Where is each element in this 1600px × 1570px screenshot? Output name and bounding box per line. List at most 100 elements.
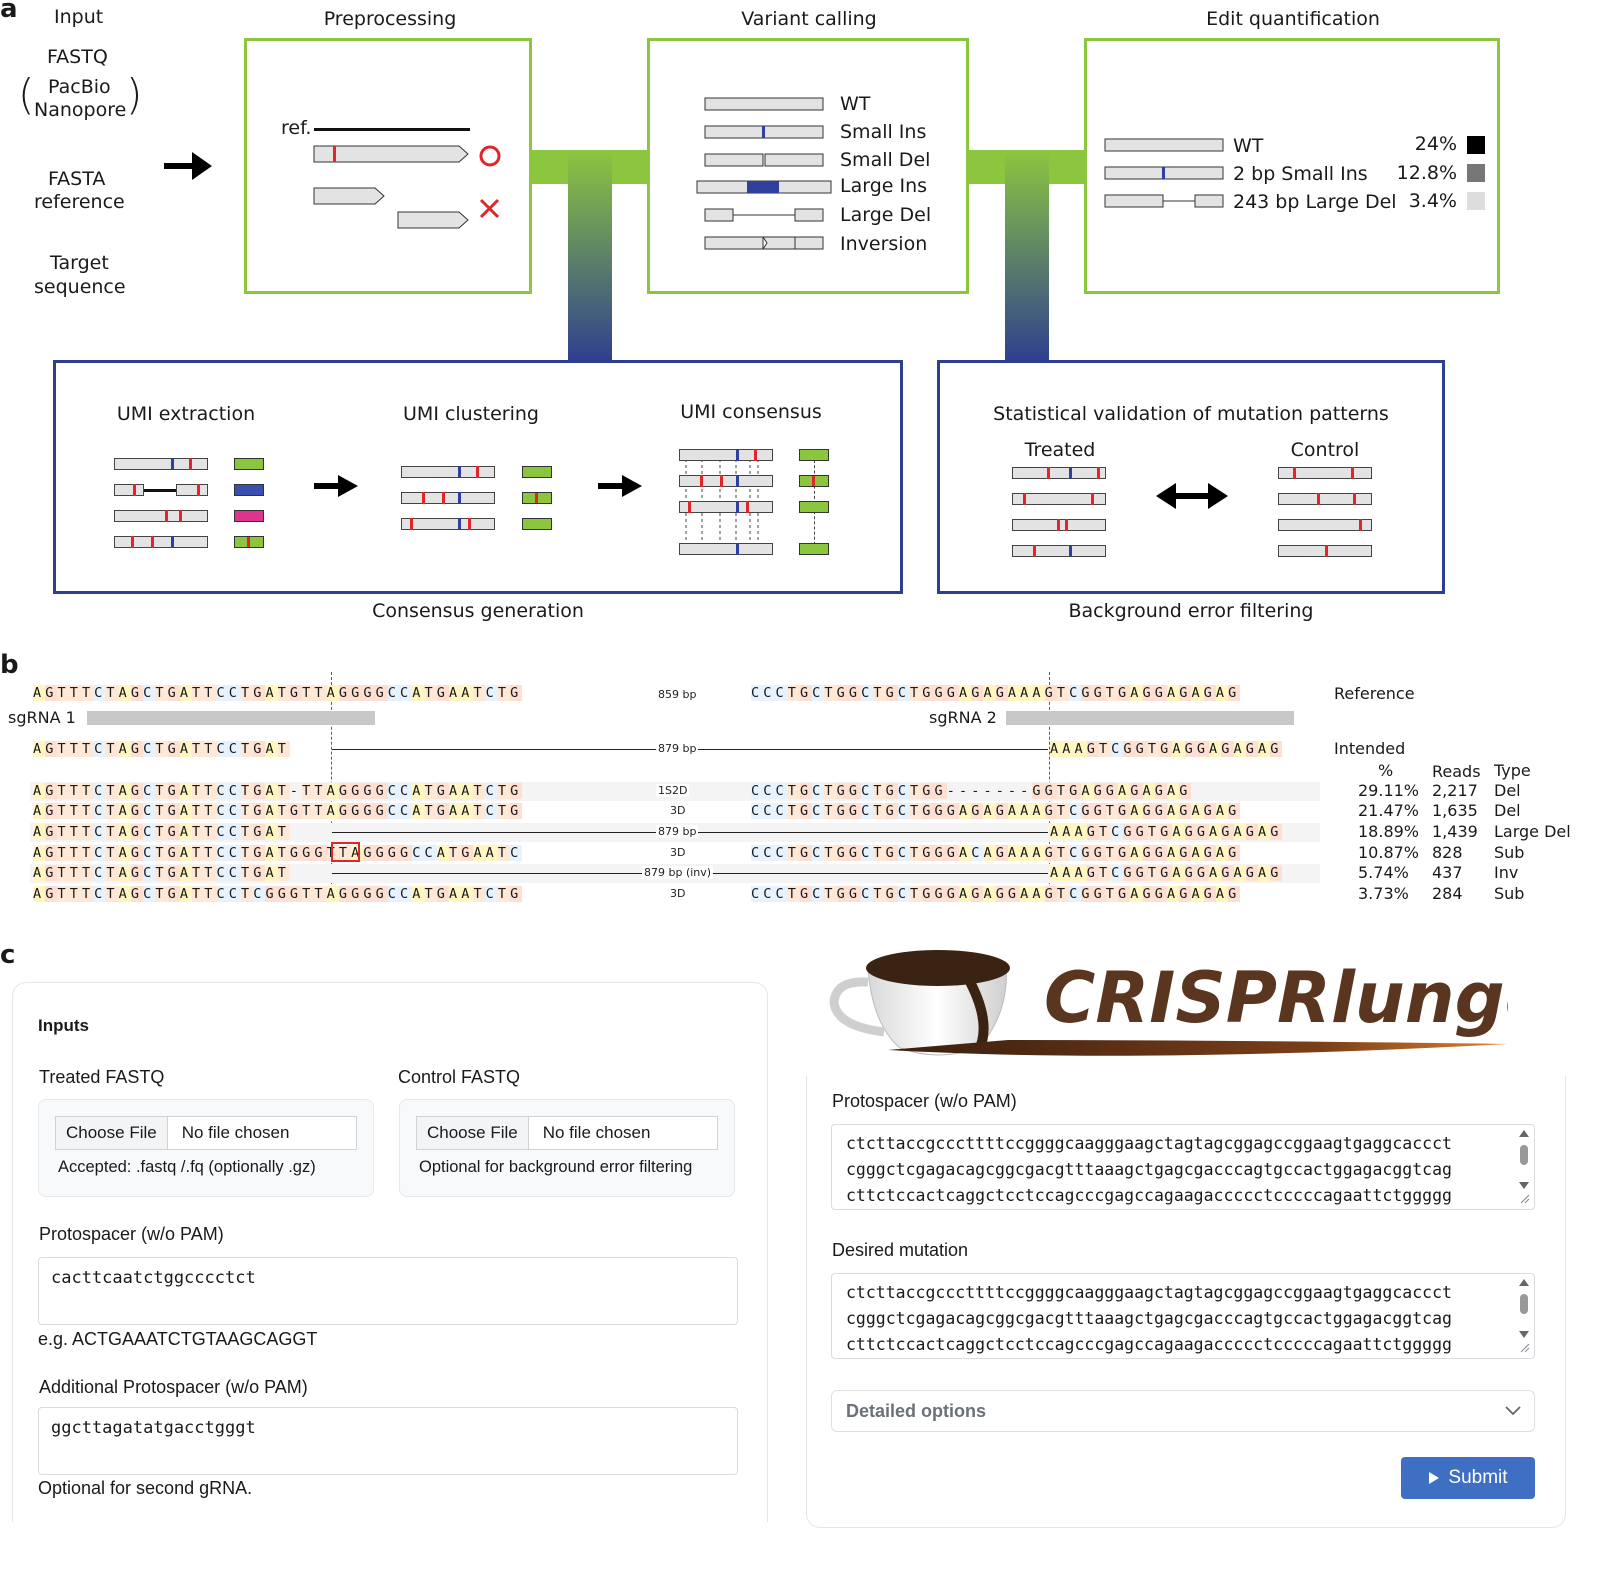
allele-type: Large Del <box>1494 822 1571 841</box>
vc-type-large-del: Large Del <box>840 204 932 226</box>
umi-consensus-title: UMI consensus <box>680 401 822 423</box>
consensus-read-3 <box>679 501 773 513</box>
allele-type: Inv <box>1494 863 1519 882</box>
panel-label-c: c <box>0 940 16 970</box>
consensus-generation-box: UMI extraction UMI clustering UMI consen… <box>53 360 903 594</box>
cluster-umi-2 <box>522 492 552 504</box>
control-read-4 <box>1278 545 1372 557</box>
textarea-scrollbar[interactable] <box>1517 1129 1531 1205</box>
extract-read-2b <box>176 484 208 496</box>
right-protospacer-textarea[interactable]: ctcttaccgcccttttccggggcaagggaagctagtagcg… <box>831 1124 1535 1210</box>
substitution-highlight <box>331 842 360 862</box>
consensus-read-2 <box>679 475 773 487</box>
sgrna1-bar <box>87 711 375 725</box>
logo-text: CRISPRlungo <box>1044 957 1508 1039</box>
preprocessing-box: ref. <box>244 38 532 294</box>
input-fasta-1: FASTA <box>48 168 106 190</box>
protospacer-input[interactable]: cacttcaatctggcccctct <box>38 1257 738 1325</box>
treated-read-4 <box>1012 545 1106 557</box>
textarea-scrollbar[interactable] <box>1517 1278 1531 1354</box>
preprocessing-title: Preprocessing <box>323 8 457 30</box>
quant-label-large-del: 243 bp Large Del <box>1233 191 1397 213</box>
double-arrow-icon <box>1156 483 1228 509</box>
control-read-2 <box>1278 493 1372 505</box>
crisprlungo-logo: CRISPRlungo <box>829 950 1508 1056</box>
circle-pass-icon <box>479 145 501 167</box>
umi-tag-green <box>234 458 264 470</box>
allele-reads: 1,635 <box>1432 801 1478 820</box>
allele-seq-left: AGTTTCTAGCTGATTCCTGAT <box>33 824 290 840</box>
legend-swatch-small-ins <box>1467 164 1485 182</box>
allele-annotation: 879 bp <box>656 825 699 838</box>
treated-title: Treated <box>1024 439 1096 461</box>
intended-gap-label: 879 bp <box>656 742 699 755</box>
right-protospacer-label: Protospacer (w/o PAM) <box>832 1091 1017 1111</box>
detailed-options-dropdown[interactable]: Detailed options <box>831 1390 1535 1432</box>
right-protospacer-line-1: ctcttaccgcccttttccggggcaagggaagctagtagcg… <box>846 1134 1452 1153</box>
umi-tag-green-2 <box>234 536 264 548</box>
treated-choose-file-button[interactable]: Choose File <box>56 1117 168 1149</box>
reference-label: Reference <box>1334 684 1415 703</box>
chevron-down-icon <box>1505 1406 1521 1416</box>
vc-type-small-del: Small Del <box>840 149 931 171</box>
control-read-3 <box>1278 519 1372 531</box>
allele-pct: 21.47% <box>1358 801 1420 820</box>
extract-read-2a <box>114 484 144 496</box>
cross-fail-icon <box>479 198 500 219</box>
legend-swatch-wt <box>1467 136 1485 154</box>
consensus-umi-2 <box>799 475 829 487</box>
allele-reads: 437 <box>1432 863 1463 882</box>
treated-help: Accepted: .fastq /.fq (optionally .gz) <box>58 1158 316 1176</box>
allele-seq-right: CCCTGCTGGCTGCTGGGAGAGAAAGTCGGTGAGGAGAGAG <box>751 803 1241 819</box>
treated-read-3 <box>1012 519 1106 531</box>
control-choose-file-button[interactable]: Choose File <box>417 1117 529 1149</box>
extract-read-1 <box>114 458 208 470</box>
desired-mutation-line-1: ctcttaccgcccttttccggggcaagggaagctagtagcg… <box>846 1283 1452 1302</box>
input-target-2: sequence <box>34 276 126 298</box>
sequence-card: Protospacer (w/o PAM) ctcttaccgcccttttcc… <box>806 1076 1566 1528</box>
desired-mutation-textarea[interactable]: ctcttaccgcccttttccggggcaagggaagctagtagcg… <box>831 1273 1535 1359</box>
sgrna2-label: sgRNA 2 <box>929 708 997 727</box>
protospacer-help: e.g. ACTGAAATCTGTAAGCAGGT <box>38 1329 318 1349</box>
col-header-type: Type <box>1494 761 1531 780</box>
ref-gap-label: 859 bp <box>656 688 699 701</box>
consensus-umi-1 <box>799 449 829 461</box>
legend-swatch-large-del <box>1467 192 1485 210</box>
allele-reads: 828 <box>1432 843 1463 862</box>
control-file-input[interactable]: Choose File No file chosen <box>416 1116 718 1150</box>
ref-line <box>314 128 470 131</box>
ref-seq-left: AGTTTCTAGCTGATTCCTGATGTTAGGGGCCATGAATCTG <box>33 685 523 701</box>
edit-quantification-box: WT 2 bp Small Ins 243 bp Large Del 24% 1… <box>1084 38 1500 294</box>
consensus-read-final <box>679 543 773 555</box>
allele-reads: 2,217 <box>1432 781 1478 800</box>
desired-mutation-line-2: cgggctcgagacagcggcgacgtttaaagctgagcgaccc… <box>846 1309 1452 1328</box>
control-file-name: No file chosen <box>542 1123 651 1142</box>
allele-pct: 10.87% <box>1358 843 1420 862</box>
extract-read-4 <box>114 536 208 548</box>
edit-quantification-title: Edit quantification <box>1206 8 1380 30</box>
consensus-dashes <box>685 453 759 547</box>
arrow-right-icon <box>598 475 642 497</box>
quant-pct-wt: 24% <box>1414 133 1457 155</box>
control-title: Control <box>1290 439 1360 461</box>
treated-file-input[interactable]: Choose File No file chosen <box>55 1116 357 1150</box>
input-fasta-2: reference <box>34 191 125 213</box>
input-title: Input <box>54 6 104 28</box>
treated-fastq-label: Treated FASTQ <box>39 1067 165 1087</box>
additional-protospacer-input[interactable]: ggcttagatatgacctgggt <box>38 1407 738 1475</box>
desired-mutation-line-3: cttctccactcaggctcctccagcccgagccagaagaccc… <box>846 1335 1452 1354</box>
allele-seq-left: AGTTTCTAGCTGATTCCTGAT-TTAGGGGCCATGAATCTG <box>33 783 523 799</box>
quant-reads <box>1104 138 1224 208</box>
umi-extraction-title: UMI extraction <box>116 403 256 425</box>
cluster-read-3 <box>401 518 495 530</box>
consensus-read-1 <box>679 449 773 461</box>
statistical-validation-title: Statistical validation of mutation patte… <box>993 403 1389 425</box>
panel-label-a: a <box>0 0 18 24</box>
umi-clustering-title: UMI clustering <box>403 403 539 425</box>
allele-type: Del <box>1494 801 1521 820</box>
variant-calling-box: WT Small Ins Small Del Large Ins Large D… <box>647 38 969 294</box>
quant-label-wt: WT <box>1233 135 1264 157</box>
allele-seq-left: AGTTTCTAGCTGATTCCTGATGGGTTAGGGGCCATGAATC <box>33 845 523 861</box>
submit-button[interactable]: Submit <box>1401 1457 1535 1499</box>
cluster-umi-3 <box>522 518 552 530</box>
